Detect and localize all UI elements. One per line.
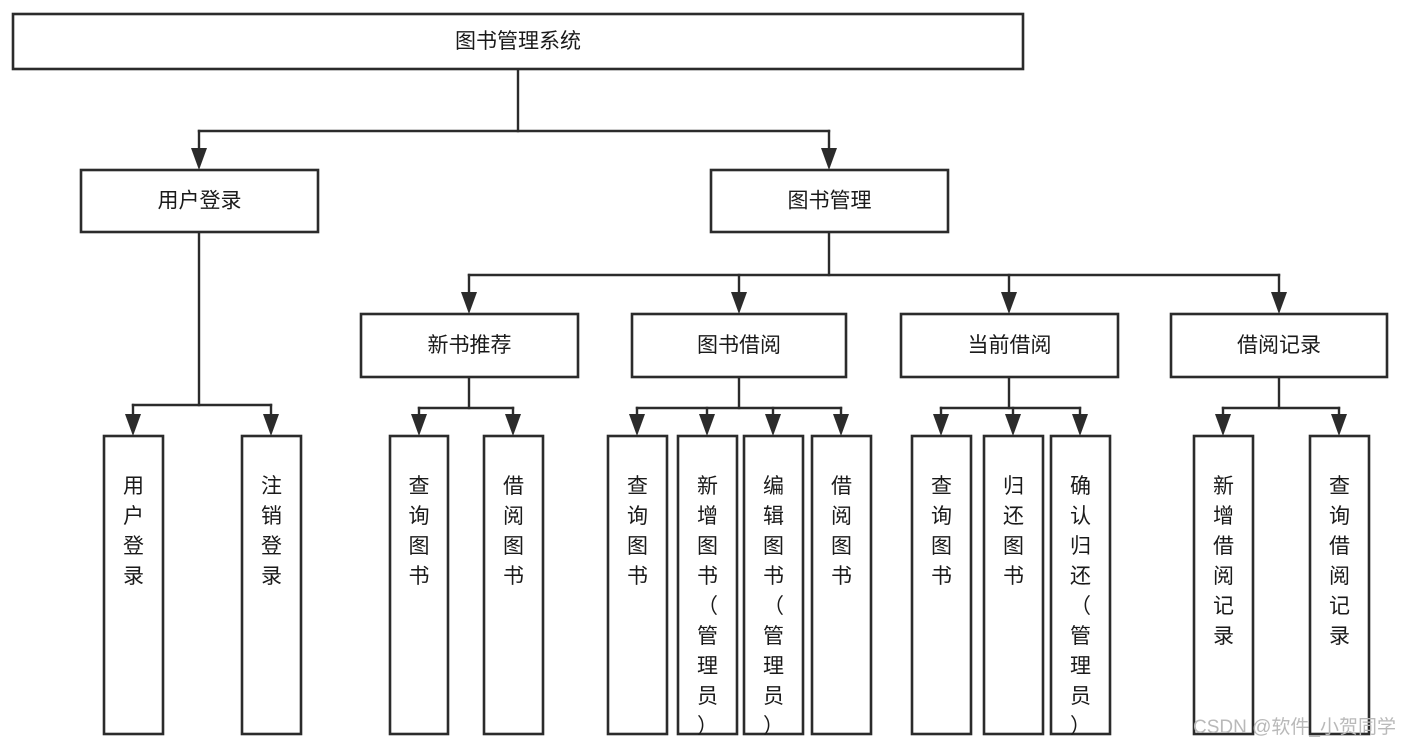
node-leaf-return-book[interactable]: 归还图书 [982, 434, 1045, 736]
node-box[interactable] [630, 312, 848, 379]
node-label: 查询图书 [409, 475, 430, 588]
node-box[interactable] [676, 434, 739, 736]
arrow-head-icon [1005, 414, 1021, 436]
node-leaf-logout[interactable]: 注销登录 [240, 434, 303, 736]
node-borrow-record[interactable]: 借阅记录 [1169, 312, 1389, 379]
node-box[interactable] [11, 12, 1025, 71]
node-leaf-borrow-book[interactable]: 借阅图书 [810, 434, 873, 736]
connector-new-book-recommend [411, 375, 521, 436]
node-box[interactable] [240, 434, 303, 736]
connector-current-borrow [933, 375, 1088, 436]
node-label: 用户登录 [158, 190, 242, 213]
node-leaf-borrow-book-recommend[interactable]: 借阅图书 [482, 434, 545, 736]
node-leaf-query-borrow-record[interactable]: 查询借阅记录 [1308, 434, 1371, 736]
node-label: 图书管理 [788, 190, 872, 213]
node-book-borrow[interactable]: 图书借阅 [630, 312, 848, 379]
node-box[interactable] [709, 168, 950, 234]
node-label: 借阅图书 [831, 475, 852, 588]
node-label: 查询图书 [627, 475, 648, 588]
node-box[interactable] [79, 168, 320, 234]
connector-root [191, 67, 837, 170]
node-box[interactable] [899, 312, 1120, 379]
node-new-book-recommend[interactable]: 新书推荐 [359, 312, 580, 379]
node-label: 新增借阅记录 [1213, 475, 1234, 648]
arrow-head-icon [731, 292, 747, 314]
node-box[interactable] [359, 312, 580, 379]
arrow-head-icon [461, 292, 477, 314]
node-leaf-add-borrow-record[interactable]: 新增借阅记录 [1192, 434, 1255, 736]
arrow-head-icon [833, 414, 849, 436]
arrow-head-icon [411, 414, 427, 436]
connector-user-login [125, 230, 279, 436]
node-box[interactable] [102, 434, 165, 736]
node-box[interactable] [910, 434, 973, 736]
watermark-label: CSDN @软件_小贺同学 [1193, 716, 1396, 738]
node-layer: 图书管理系统用户登录图书管理新书推荐图书借阅当前借阅借阅记录用户登录注销登录查询… [11, 12, 1389, 738]
node-box[interactable] [742, 434, 805, 736]
arrow-head-icon [1215, 414, 1231, 436]
arrow-head-icon [1072, 414, 1088, 436]
arrow-head-icon [505, 414, 521, 436]
node-leaf-add-book[interactable]: 新增图书（管理员） [676, 434, 739, 738]
node-book-management[interactable]: 图书管理 [709, 168, 950, 234]
arrow-head-icon [125, 414, 141, 436]
node-label: 新增图书（管理员） [697, 475, 718, 738]
connector-book-borrow [629, 375, 849, 436]
node-box[interactable] [1049, 434, 1112, 736]
node-label: 查询图书 [931, 475, 952, 588]
arrow-head-icon [1331, 414, 1347, 436]
arrow-head-icon [1001, 292, 1017, 314]
node-box[interactable] [482, 434, 545, 736]
node-leaf-query-book-borrow[interactable]: 查询图书 [606, 434, 669, 736]
arrow-head-icon [765, 414, 781, 436]
node-label: 归还图书 [1003, 475, 1024, 588]
node-box[interactable] [606, 434, 669, 736]
node-box[interactable] [982, 434, 1045, 736]
node-leaf-user-login[interactable]: 用户登录 [102, 434, 165, 736]
node-label: 新书推荐 [428, 334, 512, 357]
node-leaf-query-book-recommend[interactable]: 查询图书 [388, 434, 450, 736]
arrow-head-icon [263, 414, 279, 436]
node-box[interactable] [1192, 434, 1255, 736]
node-box[interactable] [810, 434, 873, 736]
node-leaf-query-book-current[interactable]: 查询图书 [910, 434, 973, 736]
node-box[interactable] [388, 434, 450, 736]
connector-book-management [461, 230, 1287, 314]
arrow-head-icon [821, 148, 837, 170]
node-label: 图书管理系统 [455, 30, 581, 53]
arrow-head-icon [1271, 292, 1287, 314]
node-root[interactable]: 图书管理系统 [11, 12, 1025, 71]
node-label: 当前借阅 [968, 334, 1052, 357]
node-label: 编辑图书（管理员） [763, 475, 784, 738]
node-box[interactable] [1308, 434, 1371, 736]
connector-borrow-record [1215, 375, 1347, 436]
node-label: 图书借阅 [697, 334, 781, 357]
node-label: 用户登录 [123, 475, 144, 588]
arrow-head-icon [699, 414, 715, 436]
connector-layer [125, 67, 1347, 436]
node-label: 查询借阅记录 [1329, 475, 1350, 648]
node-label: 借阅记录 [1237, 334, 1321, 357]
node-leaf-edit-book[interactable]: 编辑图书（管理员） [742, 434, 805, 738]
node-leaf-confirm-return[interactable]: 确认归还（管理员） [1049, 434, 1112, 738]
arrow-head-icon [933, 414, 949, 436]
node-label: 注销登录 [261, 475, 282, 588]
node-label: 确认归还（管理员） [1070, 475, 1091, 738]
node-current-borrow[interactable]: 当前借阅 [899, 312, 1120, 379]
node-label: 借阅图书 [503, 475, 524, 588]
node-user-login[interactable]: 用户登录 [79, 168, 320, 234]
node-box[interactable] [1169, 312, 1389, 379]
arrow-head-icon [191, 148, 207, 170]
arrow-head-icon [629, 414, 645, 436]
